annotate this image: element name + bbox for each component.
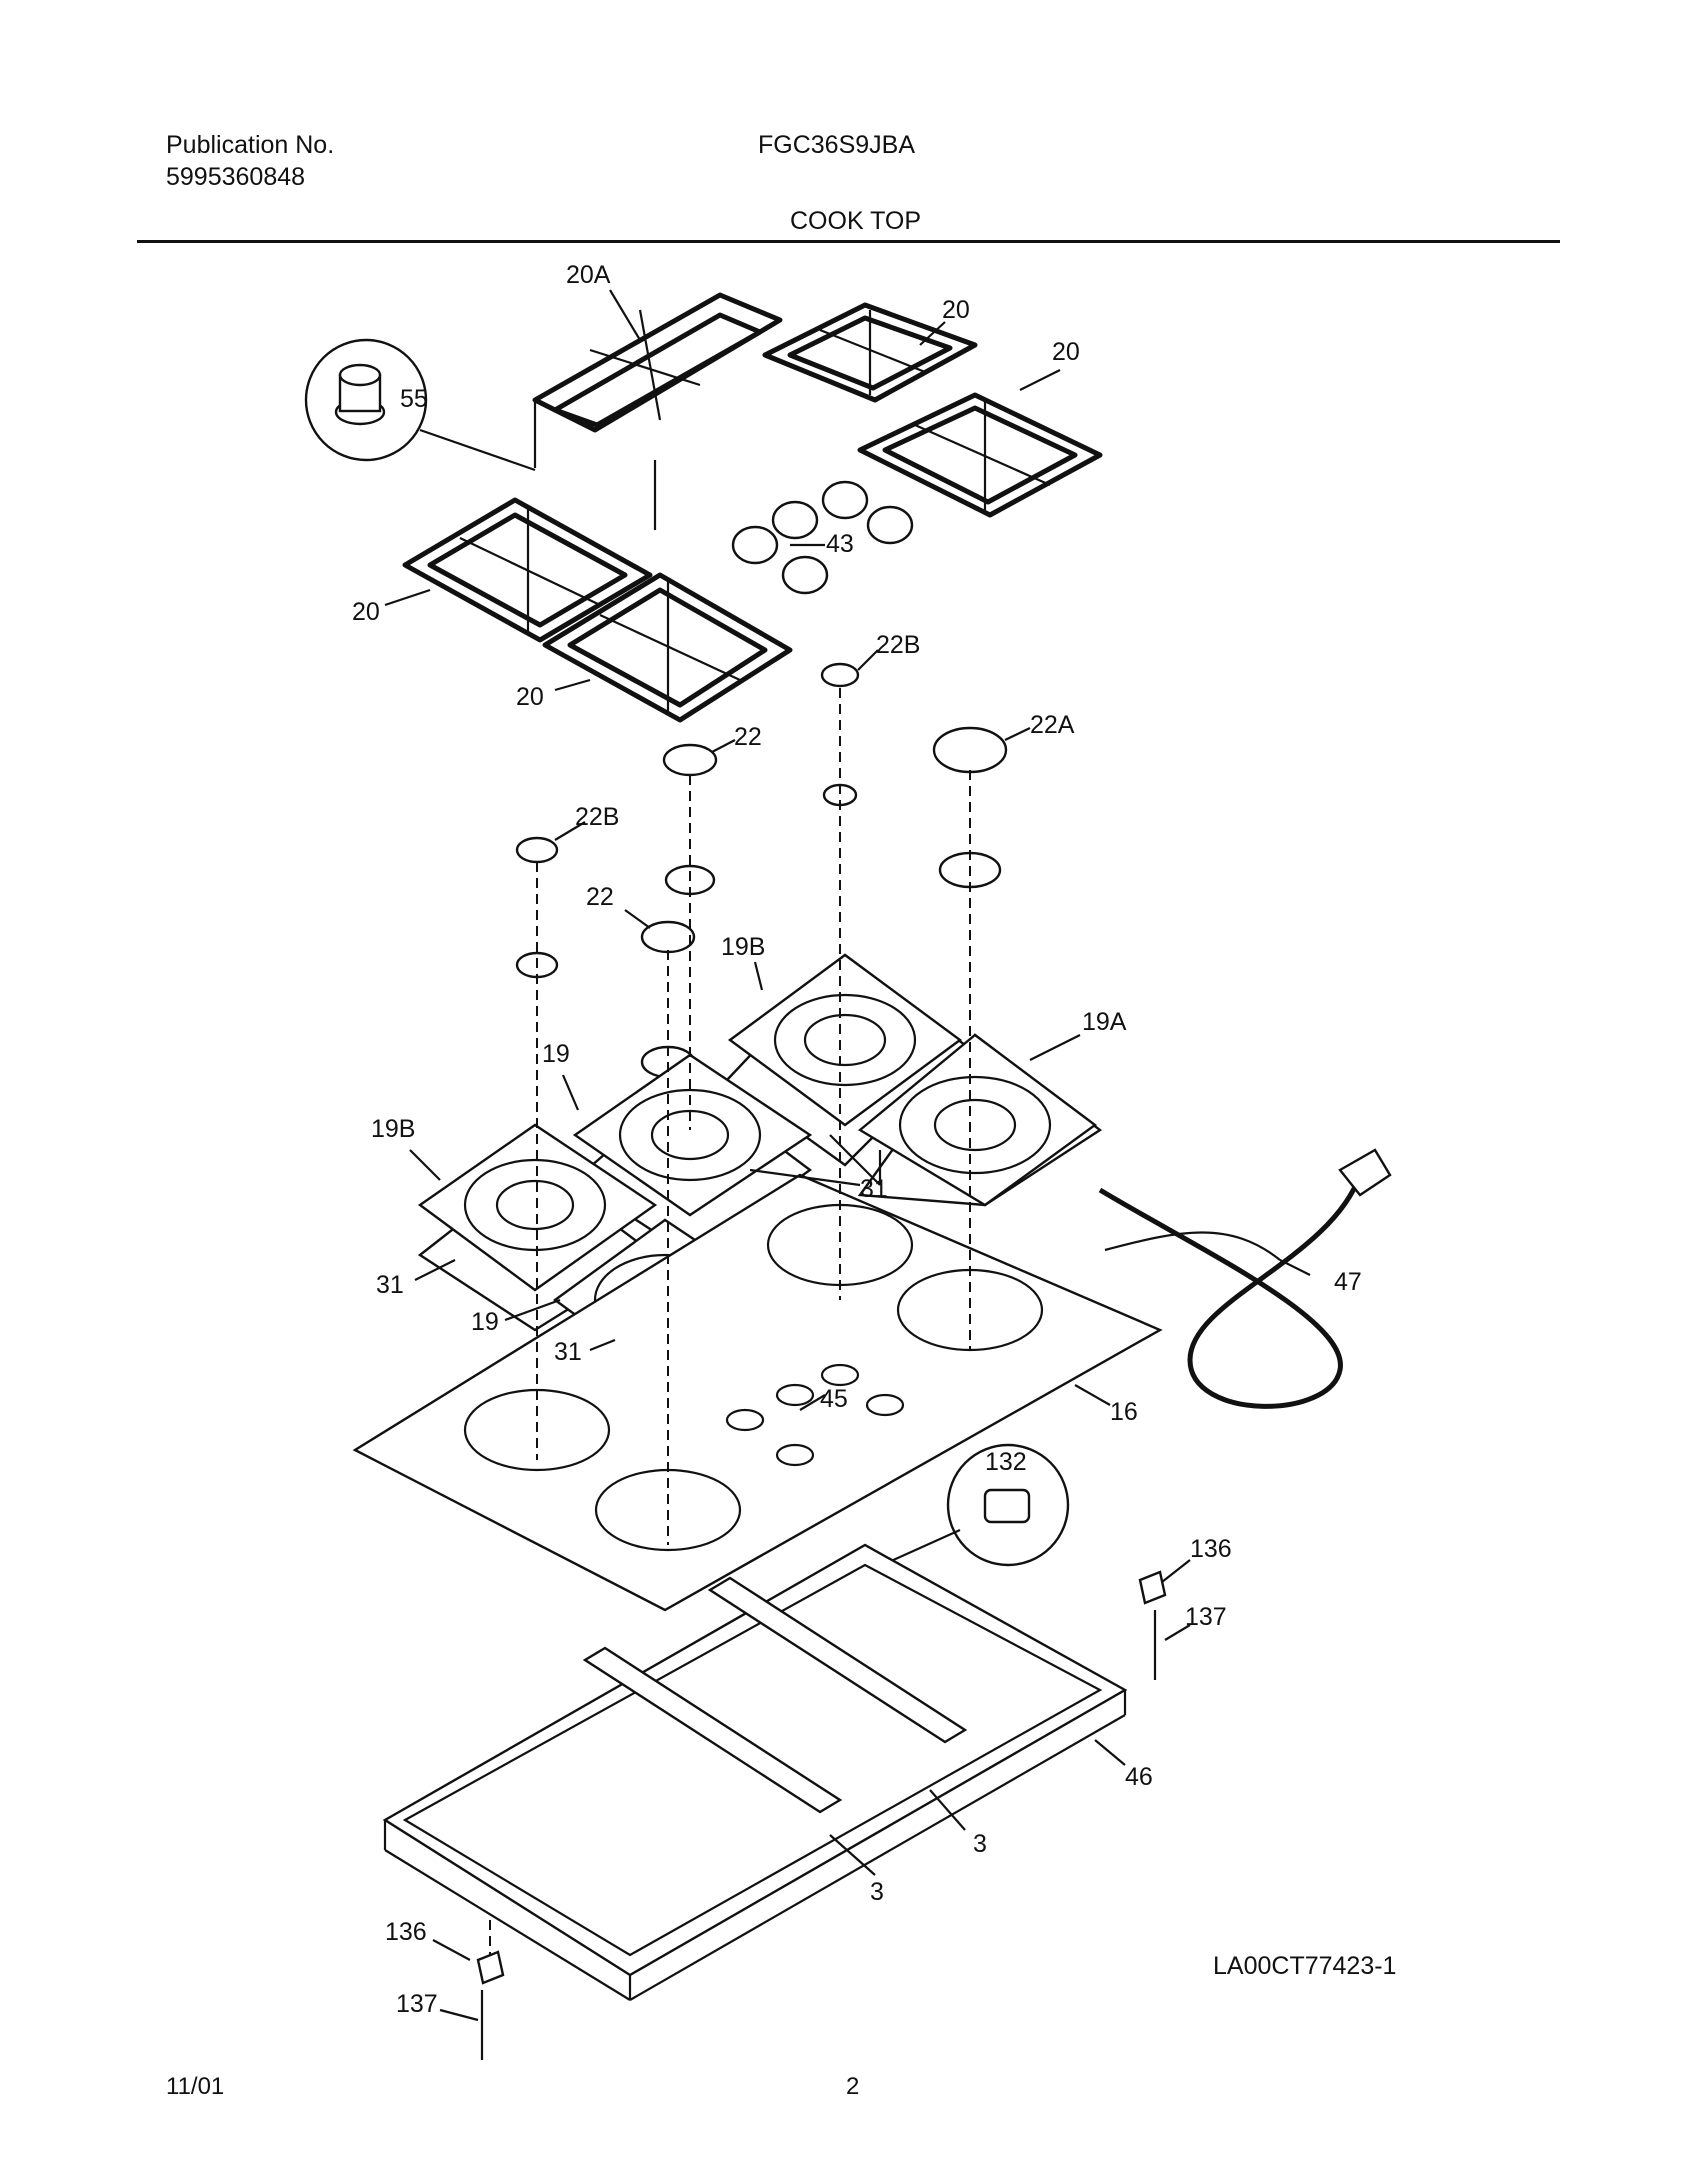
burner-box-46 [382,1543,1128,2001]
callout-20: 20 [516,683,544,711]
power-cord-47 [1098,1148,1392,1409]
callout-3: 3 [973,1830,987,1858]
burner-caps [515,662,1008,954]
grate-20-front-center [542,572,793,723]
center-lines [536,688,971,1545]
callout-22B: 22B [876,631,920,659]
grate-20-back-center [762,302,978,403]
callout-22: 22 [734,723,762,751]
callout-47: 47 [1334,1268,1362,1296]
callout-31: 31 [860,1175,888,1203]
callout-45: 45 [820,1385,848,1413]
callout-19: 19 [471,1308,499,1336]
callout-22: 22 [586,883,614,911]
callout-55: 55 [400,385,428,413]
callout-137: 137 [1185,1603,1227,1631]
inset-switch-132 [859,1443,1070,1577]
callout-31: 31 [554,1338,582,1366]
callout-20: 20 [352,598,380,626]
callout-20: 20 [1052,338,1080,366]
leader-lines [384,289,1311,2022]
callout-19A: 19A [1082,1008,1127,1036]
callout-16: 16 [1110,1398,1138,1426]
callout-19B: 19B [721,933,765,961]
callout-46: 46 [1125,1763,1153,1791]
callout-19: 19 [542,1040,570,1068]
inset-bumper-55 [304,338,536,472]
publication-number: 5995360848 [166,163,306,191]
model-number: FGC36S9JBA [758,131,916,159]
callout-22A: 22A [1030,711,1075,739]
grate-20-front-left [402,497,653,643]
callout-136: 136 [385,1918,427,1946]
publication-label: Publication No. [166,131,335,159]
grate-20-right [857,392,1103,518]
callout-31: 31 [376,1271,404,1299]
footer-date: 11/01 [166,2073,225,2100]
callout-136: 136 [1190,1535,1232,1563]
callout-132: 132 [985,1448,1027,1476]
drawing-reference: LA00CT77423-1 [1213,1952,1397,1980]
callout-labels: 20A 20 20 55 43 20 20 22B 22 22A 22B 22 … [352,261,1362,2018]
callout-3: 3 [870,1878,884,1906]
header-rule [137,240,1560,243]
callout-20A: 20A [566,261,611,289]
callout-43: 43 [826,530,854,558]
callout-22B: 22B [575,803,619,831]
fasteners [476,1570,1167,2060]
callout-19B: 19B [371,1115,415,1143]
knobs-43 [731,480,914,595]
callout-137: 137 [396,1990,438,2018]
section-title: COOK TOP [790,207,922,235]
callout-20: 20 [942,296,970,324]
grate-20A [532,292,783,530]
page-number: 2 [846,2073,860,2100]
